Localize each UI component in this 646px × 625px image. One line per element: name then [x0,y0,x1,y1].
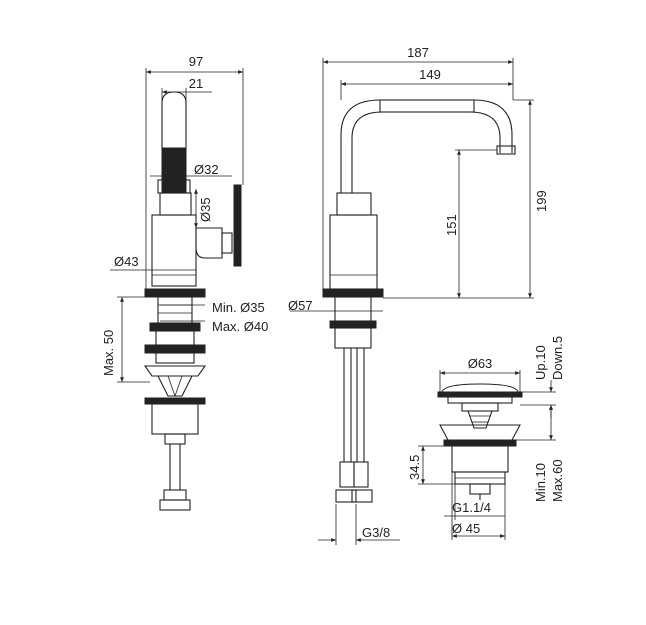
side-view [143,91,242,511]
dim-down5: Down.5 [550,336,565,380]
dim-149: 149 [419,67,441,82]
dim-d63: Ø63 [468,356,493,371]
dim-199: 199 [534,190,549,212]
dim-21: 21 [189,76,203,91]
dim-d35: Ø35 [198,197,213,222]
dim-151: 151 [444,214,459,236]
dim-min35: Min. Ø35 [212,300,265,315]
front-view [322,99,516,503]
dim-g114: G1.1/4 [452,500,491,515]
dim-max40: Max. Ø40 [212,319,268,334]
dim-max50: Max. 50 [101,330,116,376]
dim-min10: Min.10 [533,463,548,502]
dim-97: 97 [189,54,203,69]
front-view-dimensions: 187 149 199 151 Ø57 G3/8 [288,45,549,545]
dim-up10: Up.10 [533,345,548,380]
side-view-dimensions: 97 21 Ø32 Ø35 Ø43 Min. Ø35 Max. Ø40 Max.… [101,54,268,383]
dim-d43: Ø43 [114,254,139,269]
dim-d57: Ø57 [288,298,313,313]
dim-d32: Ø32 [194,162,219,177]
dim-187: 187 [407,45,429,60]
dim-345: 34.5 [407,455,422,480]
dim-max60: Max.60 [550,459,565,502]
dim-g38: G3/8 [362,525,390,540]
drain-view [437,383,523,500]
drain-dimensions: Ø63 Up.10 Down.5 Min.10 Max.60 34.5 G1.1… [407,336,565,540]
dim-d45: Ø 45 [452,521,480,536]
